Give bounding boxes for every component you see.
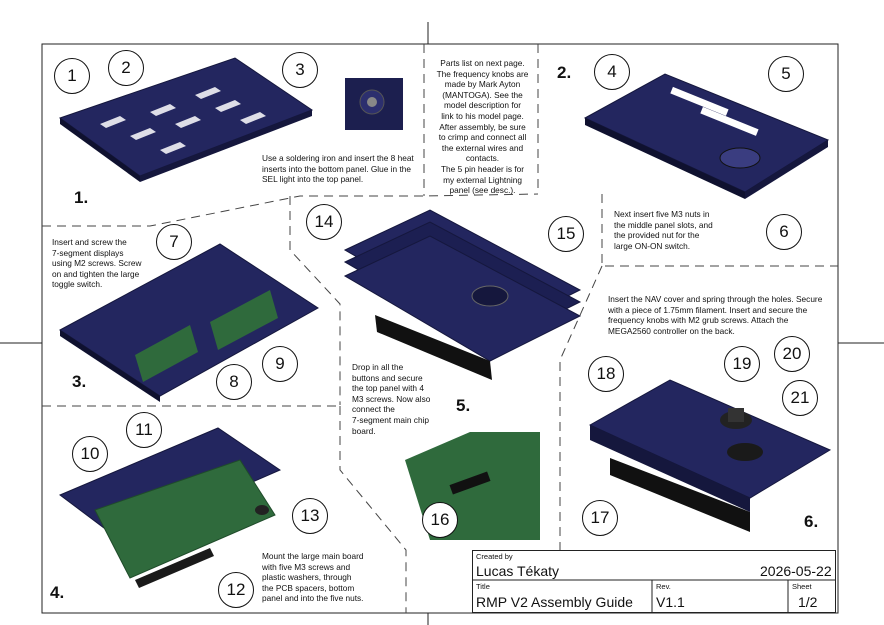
step1-note: Use a soldering iron and insert the 8 he… <box>262 153 414 185</box>
document-title: RMP V2 Assembly Guide <box>476 594 633 610</box>
title-label: Title <box>476 582 490 591</box>
stack-assembly-model <box>343 209 582 380</box>
callout-balloon: 7 <box>156 224 192 260</box>
callout-balloon: 13 <box>292 498 328 534</box>
step-number: 5. <box>456 396 471 415</box>
callout-balloon: 17 <box>582 500 618 536</box>
callout-balloon: 10 <box>72 436 108 472</box>
drawing-date: 2026-05-22 <box>760 563 832 579</box>
callout-balloon: 16 <box>422 502 458 538</box>
callout-balloon: 21 <box>782 380 818 416</box>
callout-balloon: 1 <box>54 58 90 94</box>
callout-balloon: 14 <box>306 204 342 240</box>
main-board-model <box>59 427 282 588</box>
callout-balloon: 11 <box>126 412 162 448</box>
step-number: 4. <box>50 583 65 602</box>
bottom-panel-model <box>58 57 314 182</box>
callout-balloon: 4 <box>594 54 630 90</box>
title-block: Created by Lucas Tékaty 2026-05-22 Title… <box>472 550 836 613</box>
callout-balloon: 20 <box>774 336 810 372</box>
callout-balloon: 5 <box>768 56 804 92</box>
revision-label: Rev. <box>656 582 671 591</box>
callout-balloon: 18 <box>588 356 624 392</box>
callout-balloon: 8 <box>216 364 252 400</box>
sheet-number: 1/2 <box>798 594 818 610</box>
callout-balloon: 2 <box>108 50 144 86</box>
callout-balloon: 6 <box>766 214 802 250</box>
callout-balloon: 3 <box>282 52 318 88</box>
middle-panel-model <box>583 73 830 199</box>
author-name: Lucas Tékaty <box>476 563 560 579</box>
parts-note: Parts list on next page.The frequency kn… <box>436 58 529 196</box>
step-number: 3. <box>72 372 87 391</box>
step6-note: Insert the NAV cover and spring through … <box>608 294 823 336</box>
callout-balloon: 15 <box>548 216 584 252</box>
display-panel-model <box>59 243 319 402</box>
callout-balloon: 9 <box>262 346 298 382</box>
step-number: 2. <box>557 63 572 82</box>
step-number: 6. <box>804 512 819 531</box>
final-assembly-model <box>588 379 832 532</box>
sheet-label: Sheet <box>792 582 812 591</box>
step-number: 1. <box>74 188 89 207</box>
created-by-label: Created by <box>476 552 513 561</box>
heat-insert-detail <box>345 78 403 130</box>
callout-balloon: 12 <box>218 572 254 608</box>
callout-balloon: 19 <box>724 346 760 382</box>
revision-value: V1.1 <box>656 594 685 610</box>
